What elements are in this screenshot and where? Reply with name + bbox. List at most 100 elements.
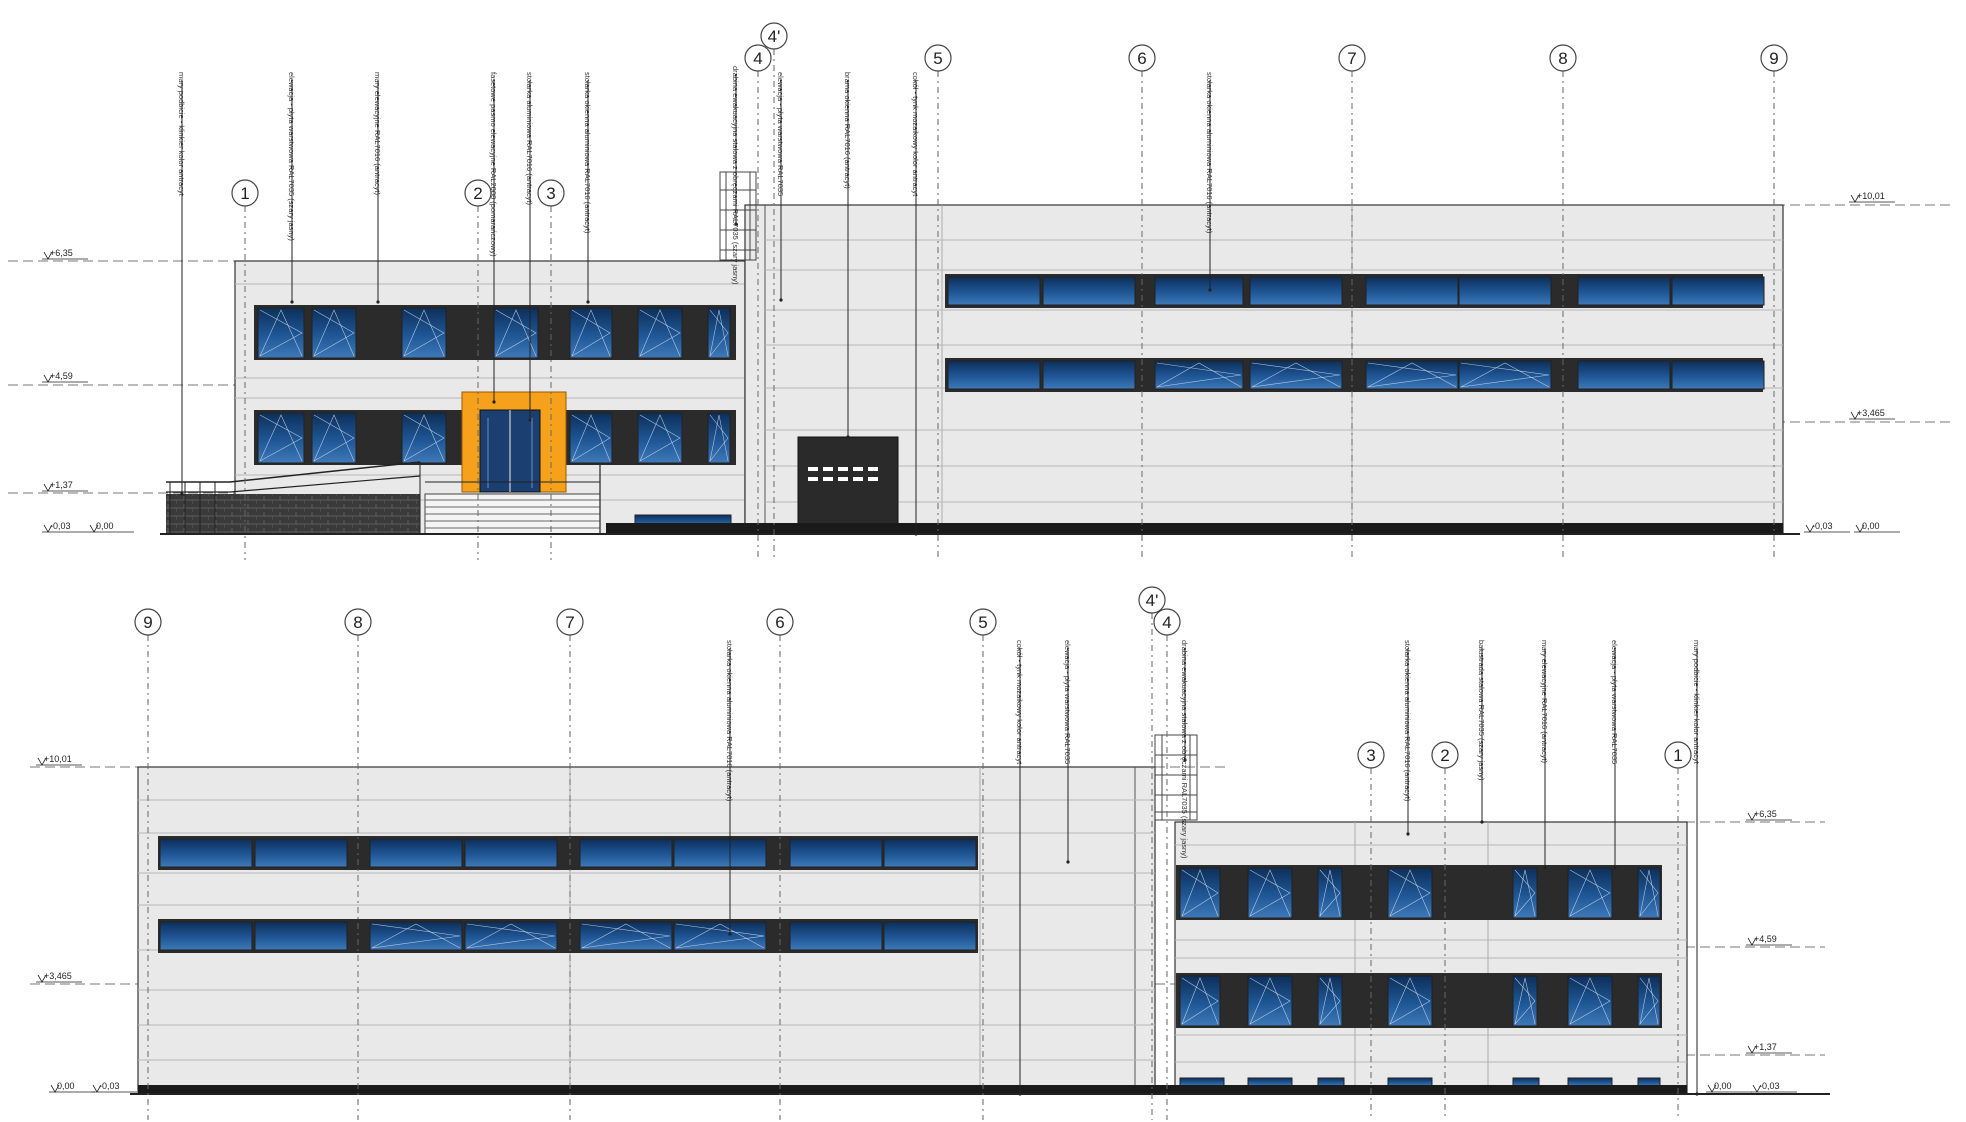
annotation: elewacja - płyta warstwowa RAL7035 bbox=[776, 72, 785, 302]
basement-windows bbox=[1179, 1077, 1661, 1087]
annotation-text: drabina ewakuacyjna stalowa z obręczami … bbox=[731, 66, 740, 285]
plinth-band bbox=[606, 523, 1783, 534]
window bbox=[311, 412, 357, 464]
window bbox=[789, 838, 883, 868]
window bbox=[1671, 360, 1765, 390]
grid-axis-bubble bbox=[1431, 741, 1459, 769]
level-label: +4,59 bbox=[50, 371, 73, 381]
window bbox=[257, 307, 305, 359]
window bbox=[1249, 360, 1343, 390]
window bbox=[789, 921, 883, 951]
window bbox=[1637, 975, 1661, 1027]
garage-door bbox=[797, 436, 899, 535]
grid-axis-bubble bbox=[464, 179, 492, 207]
grid-axis-label: 3 bbox=[1366, 746, 1375, 765]
grid-axis-label: 4 bbox=[1162, 613, 1171, 632]
annotation-text: mury elewacyjne RAL7016 (antracyt) bbox=[1540, 640, 1549, 763]
annotation-text: brama okienna RAL7016 (antracyt) bbox=[843, 72, 852, 189]
level-marker: -0,03 bbox=[91, 1081, 137, 1093]
level-marker: +4,59 bbox=[42, 371, 88, 383]
window bbox=[401, 307, 447, 359]
annotation: elewacja - płyta warstwowa RAL7035 bbox=[1610, 640, 1619, 870]
grid-axis-label: 5 bbox=[978, 613, 987, 632]
window bbox=[159, 838, 253, 868]
annotation: fasetowe pasmo elewacyjne RAL2008 (pomar… bbox=[489, 72, 498, 404]
level-label: -0,03 bbox=[1812, 521, 1833, 531]
annotation: cokół - tynk mozaikowy kolor antracyt bbox=[911, 72, 920, 536]
grid-axis-bubble bbox=[1128, 44, 1156, 72]
window bbox=[1577, 276, 1671, 306]
grid-axis-label: 4' bbox=[768, 27, 781, 46]
window bbox=[1512, 867, 1538, 919]
annotation: stolarka okienna aluminiowa RAL7016 (ant… bbox=[583, 72, 592, 304]
grid-axis-bubble bbox=[537, 179, 565, 207]
window bbox=[947, 276, 1041, 306]
window bbox=[1458, 276, 1552, 306]
level-marker: +1,37 bbox=[1746, 1042, 1792, 1054]
window bbox=[1458, 360, 1552, 390]
window bbox=[1637, 867, 1661, 919]
annotation-text: stolarka okienna aluminiowa RAL7016 (ant… bbox=[583, 72, 592, 234]
level-label: +1,37 bbox=[1754, 1042, 1777, 1052]
level-label: +3,465 bbox=[1857, 408, 1885, 418]
window bbox=[401, 412, 447, 464]
escape-ladder bbox=[1154, 734, 1198, 821]
window bbox=[254, 921, 348, 951]
windows-bottom bbox=[159, 838, 1661, 1027]
annotation: elewacja - płyta warstwowa RAL7035 (szar… bbox=[287, 72, 296, 304]
annotation: drabina ewakuacyjna stalowa z obręczami … bbox=[1180, 640, 1189, 859]
level-marker: 0,00 bbox=[49, 1081, 95, 1093]
grid-axis-bubble bbox=[1153, 608, 1181, 636]
level-label: +4,59 bbox=[1754, 934, 1777, 944]
annotation: mury podbicie - klinkier kolor antracyt bbox=[177, 72, 186, 496]
level-label: +6,35 bbox=[50, 248, 73, 258]
level-marker: +10,01 bbox=[1849, 191, 1895, 203]
grid-axis-label: 7 bbox=[565, 613, 574, 632]
grid-axis-label: 1 bbox=[240, 184, 249, 203]
grid-axis-label: 6 bbox=[775, 613, 784, 632]
annotations-bottom: stolarka okienna aluminiowa RAL7016 (ant… bbox=[725, 640, 1701, 1096]
annotation-text: stolarka okienna aluminiowa RAL7016 (ant… bbox=[725, 640, 734, 802]
window bbox=[369, 838, 463, 868]
grid-axis-label: 4' bbox=[1146, 591, 1159, 610]
window bbox=[1671, 276, 1765, 306]
basement-window bbox=[1179, 1077, 1225, 1087]
window bbox=[1317, 975, 1343, 1027]
grid-axis-bubble bbox=[344, 608, 372, 636]
annotation: cokół - tynk mozaikowy kolor antracyt bbox=[1015, 640, 1024, 1096]
level-marker: +6,35 bbox=[42, 248, 88, 260]
window bbox=[1387, 975, 1433, 1027]
level-marker: -0,03 bbox=[1751, 1081, 1797, 1093]
window bbox=[1247, 867, 1293, 919]
level-label: 0,00 bbox=[1862, 521, 1880, 531]
basement-window bbox=[1637, 1077, 1661, 1087]
window bbox=[1512, 975, 1538, 1027]
window bbox=[637, 412, 683, 464]
elevation-top bbox=[8, 171, 1955, 535]
level-marker: 0,00 bbox=[1854, 521, 1900, 533]
annotation-text: elewacja - płyta warstwowa RAL7035 bbox=[1063, 640, 1072, 764]
window bbox=[1154, 276, 1244, 306]
annotation-text: fasetowe pasmo elewacyjne RAL2008 (pomar… bbox=[489, 72, 498, 257]
level-label: -0,03 bbox=[99, 1081, 120, 1091]
basement-window bbox=[1247, 1077, 1293, 1087]
annotation: stolarka okienna aluminiowa RAL7016 (ant… bbox=[1205, 72, 1214, 292]
annotation-text: stolarka okienna aluminiowa RAL7016 (ant… bbox=[1403, 640, 1412, 802]
grid-axis-bubble bbox=[924, 44, 952, 72]
grid-axis-bubble bbox=[134, 608, 162, 636]
grid-axis-bubble bbox=[1760, 44, 1788, 72]
grid-axis-label: 4 bbox=[753, 49, 762, 68]
brick-plinth bbox=[166, 494, 420, 534]
window bbox=[707, 307, 731, 359]
annotation-text: drabina ewakuacyjna stalowa z obręczami … bbox=[1180, 640, 1189, 859]
escape-ladder bbox=[719, 171, 757, 261]
window bbox=[257, 412, 305, 464]
window bbox=[1154, 360, 1244, 390]
annotation-text: stolarka aluminiowa RAL7016 (antracyt) bbox=[525, 72, 534, 205]
level-marker: +3,465 bbox=[1849, 408, 1895, 420]
annotation: stolarka aluminiowa RAL7016 (antracyt) bbox=[525, 72, 534, 422]
level-label: -0,03 bbox=[1759, 1081, 1780, 1091]
level-marker: +4,59 bbox=[1746, 934, 1792, 946]
window bbox=[1567, 867, 1613, 919]
annotation: mury podbicie - klinkier kolor antracyt bbox=[1692, 640, 1701, 1096]
